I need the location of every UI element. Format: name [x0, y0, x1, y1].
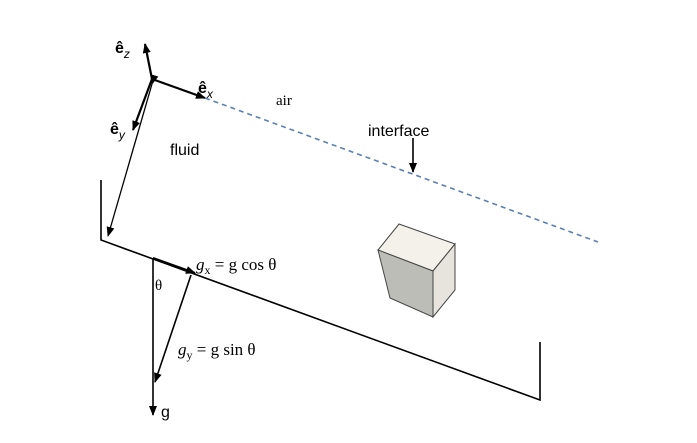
- cube-right-face: [432, 242, 456, 319]
- air-label: air: [276, 93, 292, 109]
- g-label: g: [161, 404, 170, 421]
- fluid-label: fluid: [170, 142, 199, 159]
- inclined-channel-walls: [100, 180, 541, 402]
- gy-subscript: y: [187, 348, 193, 362]
- ey-axis-arrow: [131, 78, 154, 131]
- cube-object: [377, 223, 456, 319]
- theta-label: θ: [155, 278, 162, 294]
- gx-equation: gx = g cos θ: [196, 255, 276, 277]
- ey-label: êy: [110, 121, 126, 142]
- ez-axis-arrow: [142, 43, 154, 80]
- ez-subscript: z: [123, 47, 130, 61]
- gx-symbol: g: [196, 255, 205, 274]
- gx-arrow: [152, 257, 196, 274]
- ex-subscript: x: [206, 87, 214, 101]
- ex-label: êx: [198, 80, 214, 101]
- ex-hat: ê: [198, 80, 207, 97]
- gx-rhs: = g cos θ: [211, 255, 277, 274]
- ez-hat: ê: [115, 40, 124, 57]
- gy-rhs: = g sin θ: [193, 340, 256, 359]
- interface-line: [204, 97, 599, 243]
- coordinate-axes: [131, 43, 206, 131]
- gy-symbol: g: [178, 340, 187, 359]
- fluid-depth-arrow: [106, 74, 159, 237]
- gx-subscript: x: [205, 263, 211, 277]
- ez-label: êz: [115, 40, 130, 61]
- ey-hat: ê: [110, 121, 119, 138]
- gy-equation: gy = g sin θ: [178, 340, 256, 362]
- interface-label: interface: [368, 123, 429, 140]
- ex-axis-arrow: [151, 77, 206, 100]
- ey-subscript: y: [118, 128, 126, 142]
- gy-arrow: [154, 274, 192, 383]
